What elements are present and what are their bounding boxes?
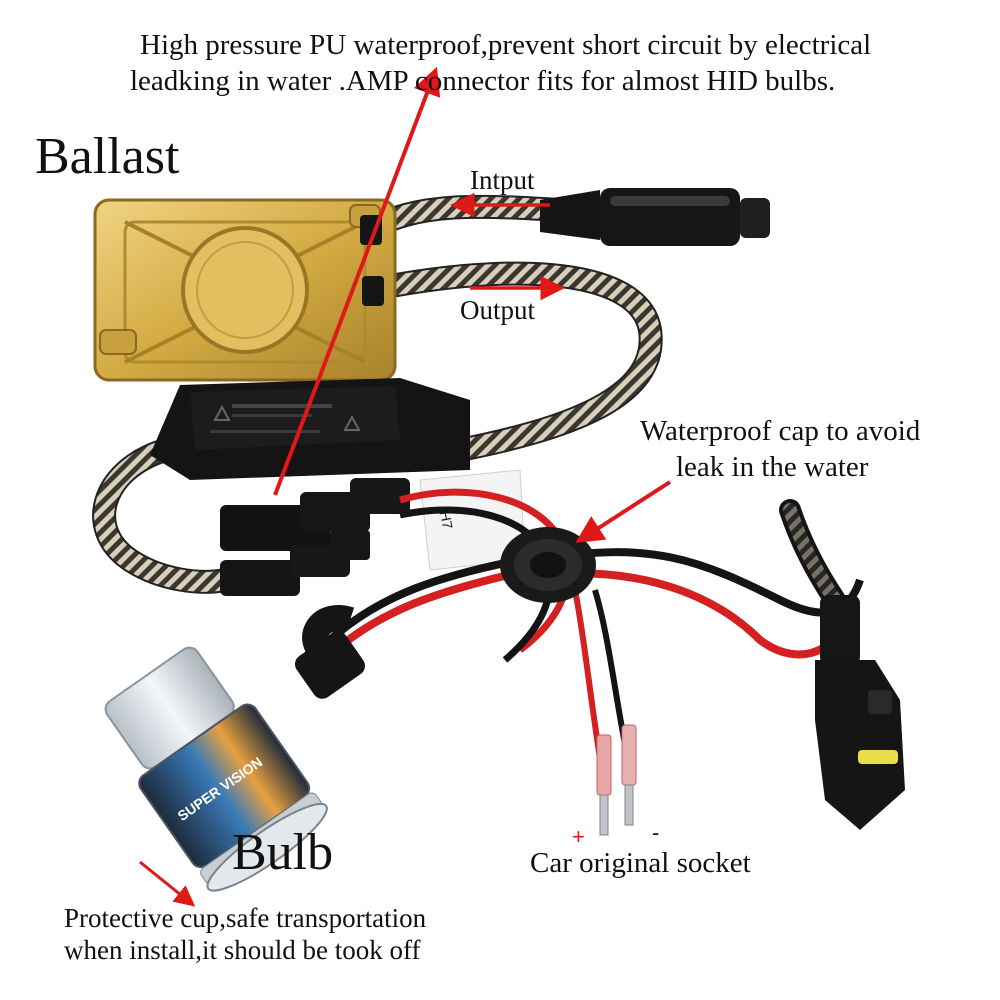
power-wires xyxy=(327,488,864,791)
top-note-line2: leadking in water .AMP connector fits fo… xyxy=(130,65,836,97)
igniter-cable xyxy=(92,438,237,594)
top-note-line1: High pressure PU waterproof,prevent shor… xyxy=(140,29,872,61)
annotation-arrows xyxy=(139,66,672,907)
cap-model-text: H7 xyxy=(437,510,456,531)
car-socket-label: Car original socket xyxy=(530,847,751,879)
waterproof-line2: leak in the water xyxy=(676,451,869,483)
ballast-unit xyxy=(93,198,397,382)
minus-sign: - xyxy=(652,820,660,845)
igniter-box xyxy=(150,378,470,480)
bulb-socket xyxy=(779,499,905,830)
output-cable xyxy=(358,261,663,462)
ballast-label: Ballast xyxy=(35,128,180,185)
waterproof-grommet xyxy=(500,527,596,603)
input-label: Intput xyxy=(470,165,535,195)
protective-line2: when install,it should be took off xyxy=(64,935,421,965)
waterproof-arrow xyxy=(575,480,672,544)
bulb-label: Bulb xyxy=(232,824,334,881)
hid-bulb: SUPER VISION xyxy=(104,605,365,892)
plus-sign: + xyxy=(572,824,585,849)
protective-line1: Protective cup,safe transportation xyxy=(64,903,427,933)
amp-arrow xyxy=(273,66,441,496)
input-plug xyxy=(540,188,770,246)
amp-connector xyxy=(220,478,410,596)
protective-arrow xyxy=(139,860,196,907)
waterproof-line1: Waterproof cap to avoid xyxy=(640,415,921,447)
output-label: Output xyxy=(460,295,536,325)
crimp-terminals xyxy=(596,724,637,836)
